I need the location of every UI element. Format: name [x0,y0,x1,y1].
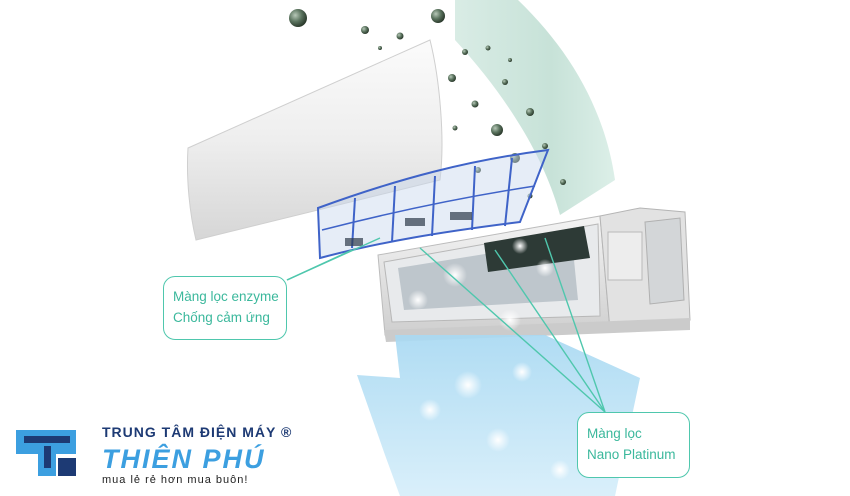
callout-enzyme-line-2: Chống cảm ứng [173,310,270,325]
front-panel [186,39,443,241]
airflow-output [357,335,640,496]
logo-mark-icon [16,430,76,476]
indoor-unit [377,207,691,342]
logo-store-line: TRUNG TÂM ĐIỆN MÁY ® [102,424,293,440]
callout-enzyme-line-1: Màng lọc enzyme [173,289,279,304]
logo-slogan: mua lẻ rẻ hơn mua buôn! [102,474,249,486]
store-logo: TRUNG TÂM ĐIỆN MÁY ® THIÊN PHÚ mua lẻ rẻ… [12,420,292,490]
filter-mesh [316,148,550,260]
callout-nano-line-1: Màng lọc [587,426,642,441]
logo-brand-name: THIÊN PHÚ [102,444,266,474]
callout-enzyme-filter: Màng lọc enzyme Chống cảm ứng [163,276,287,340]
filter-slots [345,212,472,246]
callout-lines [286,237,606,413]
airflow-intake [455,0,615,215]
callout-nano-line-2: Nano Platinum [587,447,676,462]
sparkle-icon [408,238,570,480]
callout-nano-platinum-filter: Màng lọc Nano Platinum [577,412,690,478]
particle-icon [289,9,566,199]
